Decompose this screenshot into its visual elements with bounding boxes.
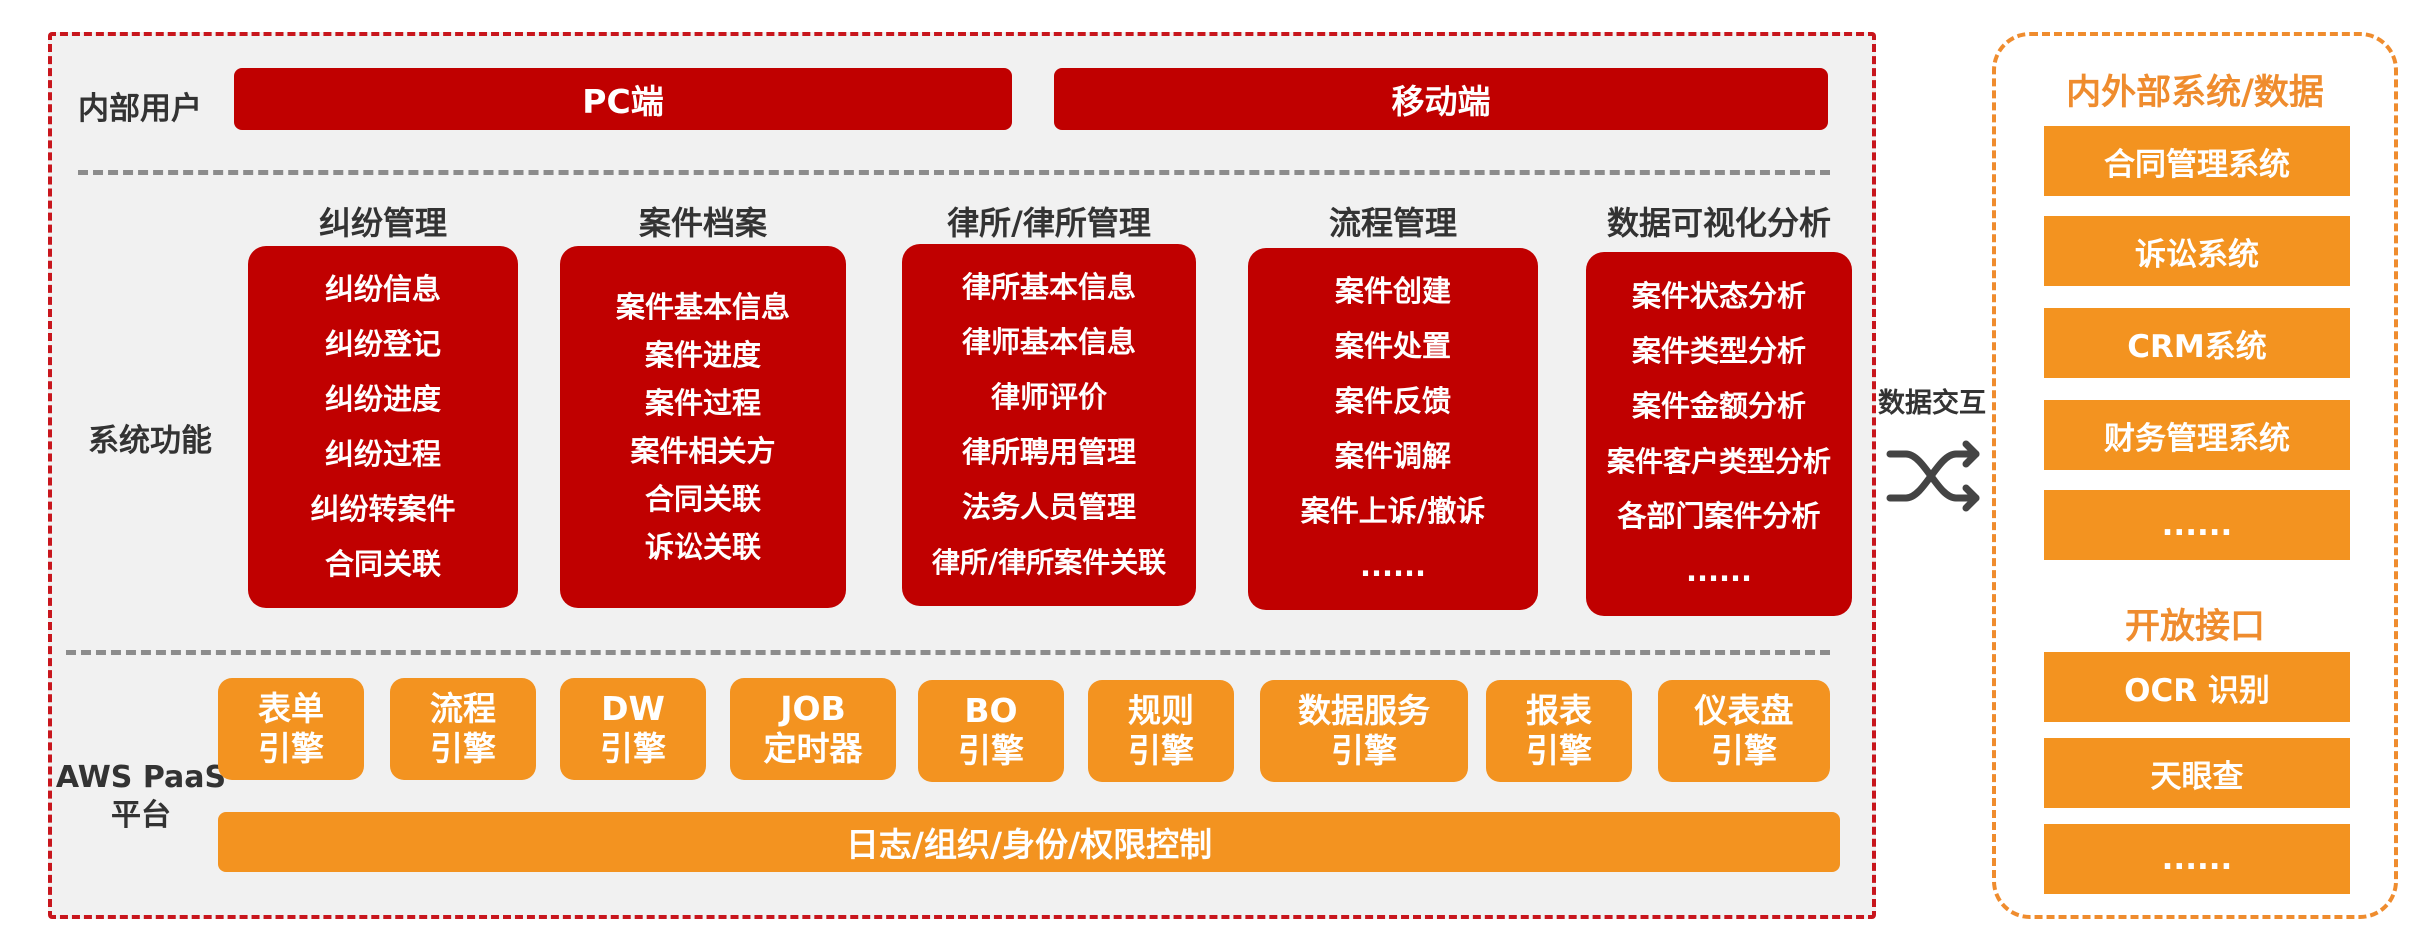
engine-line2: 引擎 [600,729,666,768]
engine-line1: JOB [780,689,846,728]
module-title-visualization: 数据可视化分析 [1606,204,1831,242]
module-box-process: 案件创建 案件处置 案件反馈 案件调解 案件上诉/撤诉 ...... [1248,248,1538,610]
engine-dashboard: 仪表盘 引擎 [1658,680,1830,782]
module-item: ...... [1685,554,1753,588]
module-title-case-archive: 案件档案 [638,204,767,242]
paas-label-line1: AWS PaaS [55,760,227,795]
module-item: 律所聘用管理 [961,435,1136,469]
open-interface-item: 天眼查 [2044,738,2350,808]
module-item: 案件类型分析 [1631,334,1806,368]
module-item: 纠纷进度 [324,382,441,416]
mobile-client-bar: 移动端 [1054,68,1828,130]
engine-report: 报表 引擎 [1486,680,1632,782]
module-item: 律所/律所案件关联 [931,546,1167,579]
engine-rules: 规则 引擎 [1088,680,1234,782]
open-interfaces-title: 开放接口 [2124,606,2265,647]
module-item: 案件创建 [1334,274,1451,308]
engine-line2: 引擎 [1331,731,1397,770]
shuffle-arrows-icon [1884,432,1984,520]
module-title-dispute: 纠纷管理 [318,204,447,242]
foundation-bar: 日志/组织/身份/权限控制 [218,812,1840,872]
module-title-process: 流程管理 [1328,204,1457,242]
engine-line1: 流程 [430,689,496,728]
module-item: 律师评价 [990,380,1107,414]
engine-line2: 引擎 [258,729,324,768]
engine-line1: 表单 [258,689,324,728]
module-item: 案件金额分析 [1631,389,1806,423]
divider-bottom [66,650,1830,655]
module-item: 案件客户类型分析 [1606,445,1831,478]
module-item: 案件基本信息 [615,290,790,324]
engine-line1: DW [601,689,665,728]
external-system-item: 诉讼系统 [2044,216,2350,286]
module-item: 纠纷转案件 [310,492,456,526]
module-title-law-firm: 律所/律所管理 [947,204,1151,242]
module-item: 诉讼关联 [644,530,761,564]
module-box-visualization: 案件状态分析 案件类型分析 案件金额分析 案件客户类型分析 各部门案件分析 ..… [1586,252,1852,616]
module-item: 合同关联 [644,482,761,516]
external-system-item: 合同管理系统 [2044,126,2350,196]
engine-data-service: 数据服务 引擎 [1260,680,1468,782]
engine-dw: DW 引擎 [560,678,706,780]
open-interface-item: ...... [2044,824,2350,894]
engine-line1: 规则 [1128,691,1194,730]
engine-line1: 仪表盘 [1694,691,1794,730]
module-item: 案件处置 [1334,329,1451,363]
engine-workflow: 流程 引擎 [390,678,536,780]
module-item: 案件进度 [644,338,761,372]
engine-line2: 定时器 [763,729,863,768]
internal-users-label: 内部用户 [78,90,202,127]
data-exchange-label: 数据交互 [1878,387,1986,419]
module-item: 案件过程 [644,386,761,420]
external-system-item: 财务管理系统 [2044,400,2350,470]
system-functions-label: 系统功能 [88,422,212,459]
engine-job-scheduler: JOB 定时器 [730,678,896,780]
engine-line2: 引擎 [1711,731,1777,770]
module-item: 案件相关方 [630,434,776,468]
module-item: 合同关联 [324,547,441,581]
module-item: 案件反馈 [1334,384,1451,418]
external-system-item: CRM系统 [2044,308,2350,378]
module-item: 案件上诉/撤诉 [1300,494,1486,528]
paas-label-line2: 平台 [111,798,171,833]
module-box-law-firm: 律所基本信息 律师基本信息 律师评价 律所聘用管理 法务人员管理 律所/律所案件… [902,244,1196,606]
paas-platform-label: AWS PaaS 平台 [52,752,230,842]
module-item: 律师基本信息 [961,325,1136,359]
module-item: 法务人员管理 [961,490,1136,524]
module-box-case-archive: 案件基本信息 案件进度 案件过程 案件相关方 合同关联 诉讼关联 [560,246,846,608]
module-item: ...... [1359,549,1427,583]
engine-line2: 引擎 [430,729,496,768]
module-item: 案件调解 [1334,439,1451,473]
engine-line1: 数据服务 [1298,691,1430,730]
external-system-item: ...... [2044,490,2350,560]
external-systems-title: 内外部系统/数据 [2066,72,2324,113]
open-interface-item: OCR 识别 [2044,652,2350,722]
engine-line1: BO [964,691,1018,730]
module-item: 纠纷登记 [324,327,441,361]
engine-line1: 报表 [1526,691,1592,730]
engine-line2: 引擎 [958,731,1024,770]
module-box-dispute: 纠纷信息 纠纷登记 纠纷进度 纠纷过程 纠纷转案件 合同关联 [248,246,518,608]
module-item: 各部门案件分析 [1617,499,1821,533]
engine-line2: 引擎 [1128,731,1194,770]
module-item: 纠纷过程 [324,437,441,471]
module-item: 纠纷信息 [324,272,441,306]
pc-client-bar: PC端 [234,68,1012,130]
module-item: 案件状态分析 [1631,279,1806,313]
module-item: 律所基本信息 [961,270,1136,304]
divider-top [78,170,1830,175]
engine-bo: BO 引擎 [918,680,1064,782]
engine-line2: 引擎 [1526,731,1592,770]
engine-form: 表单 引擎 [218,678,364,780]
